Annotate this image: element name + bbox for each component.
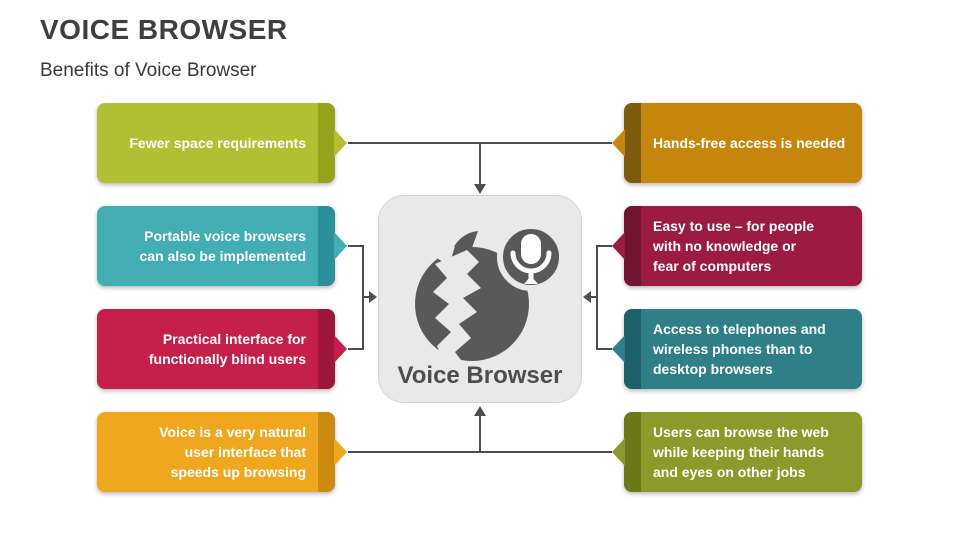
arrowhead-up-icon [474,406,486,416]
benefit-box-browse-hands-free: Users can browse the web while keeping t… [612,412,862,492]
benefit-text: Hands-free access is needed [653,135,846,151]
box-pointer-left-icon [612,438,625,466]
box-pointer-right-icon [334,129,347,157]
connector-left-bracket [348,245,364,350]
connector-right-bracket [596,245,612,350]
benefit-box-easy-to-use: Easy to use – for people with no knowled… [612,206,862,286]
box-pointer-left-icon [612,129,625,157]
center-node-voice-browser: Voice Browser [378,195,582,403]
box-accent-strip [624,412,641,492]
arrowhead-right-icon [369,291,377,303]
benefit-box-portable-browsers: Portable voice browsers can also be impl… [97,206,347,286]
box-accent-strip [318,103,335,183]
globe-icon [415,247,529,361]
benefit-box-natural-interface: Voice is a very natural user interface t… [97,412,347,492]
arrowhead-down-icon [474,184,486,194]
box-pointer-right-icon [334,232,347,260]
benefit-box-telephone-access: Access to telephones and wireless phones… [612,309,862,389]
box-pointer-left-icon [612,232,625,260]
benefit-box-practical-interface: Practical interface for functionally bli… [97,309,347,389]
box-accent-strip [624,309,641,389]
box-pointer-right-icon [334,438,347,466]
benefit-text: Portable voice browsers can also be impl… [139,228,307,264]
page-title: VOICE BROWSER [40,14,288,45]
box-accent-strip [624,103,641,183]
center-node-label: Voice Browser [397,362,563,389]
benefit-text: Practical interface for functionally bli… [148,331,306,367]
microphone-icon [510,234,552,284]
benefit-text: Users can browse the web while keeping t… [653,424,829,480]
page-subtitle: Benefits of Voice Browser [40,60,257,81]
benefit-box-fewer-space: Fewer space requirements [97,103,347,183]
globe-continent-cutout [433,250,481,360]
benefit-text: Voice is a very natural user interface t… [159,424,306,480]
box-pointer-right-icon [334,335,347,363]
box-accent-strip [624,206,641,286]
benefit-text: Access to telephones and wireless phones… [653,321,826,377]
box-pointer-left-icon [612,335,625,363]
box-accent-strip [318,412,335,492]
box-accent-strip [318,309,335,389]
benefit-box-hands-free: Hands-free access is needed [612,103,862,183]
globe-microphone-icon [379,204,583,364]
benefit-text: Fewer space requirements [129,135,306,151]
benefit-text: Easy to use – for people with no knowled… [653,218,815,274]
box-accent-strip [318,206,335,286]
arrowhead-left-icon [583,291,591,303]
